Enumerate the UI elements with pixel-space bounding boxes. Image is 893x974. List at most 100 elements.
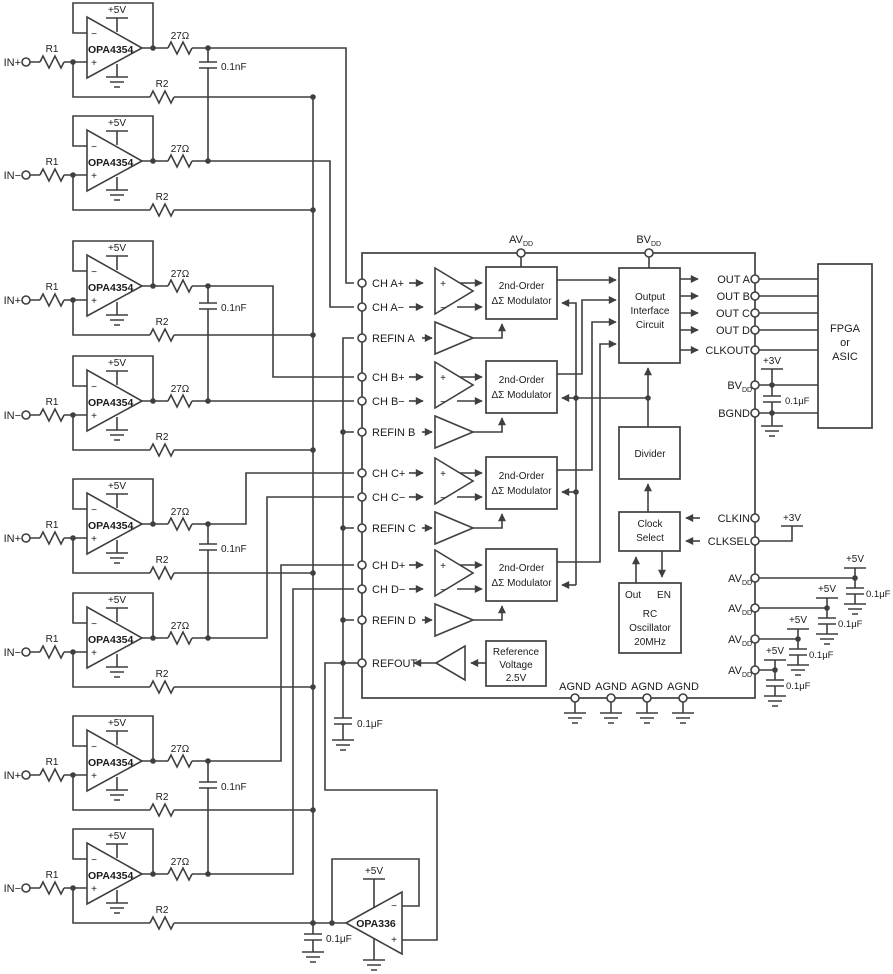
wires bbox=[520, 257, 650, 268]
pin-label-avdd-2: AV bbox=[728, 603, 743, 615]
avdd-top-pin bbox=[516, 248, 526, 258]
clock-select-label-2: Select bbox=[636, 533, 664, 544]
avdd-top-label: AV bbox=[509, 234, 524, 246]
ground-symbol bbox=[331, 739, 355, 751]
oic-label-3: Circuit bbox=[636, 320, 665, 331]
cap-value: 0.1nF bbox=[221, 62, 247, 73]
agnd-label: AGND bbox=[667, 681, 699, 693]
agnd-pins: AGND AGND AGND AGND bbox=[559, 681, 699, 723]
chip-outline bbox=[361, 252, 756, 699]
pin-label-avdd-1-sub: DD bbox=[742, 580, 752, 587]
ground-symbol bbox=[760, 425, 784, 437]
opamp-unit-2: IN− bbox=[4, 116, 316, 216]
agnd-label: AGND bbox=[595, 681, 627, 693]
refout-buffer-triangle bbox=[434, 644, 466, 682]
clkin-pin bbox=[750, 513, 760, 523]
adc-channel-c: CH C+ CH C− REFIN C bbox=[358, 457, 557, 544]
pin-label-cha-m: CH A− bbox=[372, 302, 404, 314]
avdd-pin-3 bbox=[750, 634, 760, 644]
clksel-pin bbox=[750, 536, 760, 546]
cap-value: 0.1nF bbox=[221, 544, 247, 555]
osc-label-1: RC bbox=[643, 609, 657, 620]
input-label: IN+ bbox=[4, 57, 21, 69]
out-c-pin bbox=[750, 308, 760, 318]
ref-label-1: Reference bbox=[493, 647, 540, 658]
pin-label-refin-c: REFIN C bbox=[372, 523, 416, 535]
fpga-box bbox=[817, 263, 873, 429]
route-chd-p bbox=[208, 564, 354, 762]
adc-channel-d: CH D+ CH D− REFIN D bbox=[358, 549, 557, 636]
pin-label-cha-p: CH A+ bbox=[372, 278, 404, 290]
osc-label-2: Oscillator bbox=[629, 623, 671, 634]
opamp-unit-3: IN+ bbox=[4, 241, 316, 341]
rc-oscillator-block: Out EN RC Oscillator 20MHz bbox=[618, 582, 682, 654]
cap-value: 0.1μF bbox=[357, 719, 383, 730]
pin-label-chb-p: CH B+ bbox=[372, 372, 405, 384]
avdd-wires bbox=[759, 577, 855, 671]
route-cha-m bbox=[208, 160, 354, 308]
pin-label-chb-m: CH B− bbox=[372, 396, 405, 408]
clock-select-label-1: Clock bbox=[637, 519, 663, 530]
route-chc-m bbox=[208, 496, 354, 639]
refout-pin bbox=[357, 658, 367, 668]
opamp-unit-5: IN+ bbox=[4, 479, 316, 579]
opamp-unit-6: IN− bbox=[4, 593, 316, 693]
pin-label-refout: REFOUT bbox=[372, 658, 418, 670]
out-d-pin bbox=[750, 325, 760, 335]
input-routing bbox=[208, 47, 354, 923]
input-label: IN− bbox=[4, 883, 21, 895]
ground-symbol bbox=[301, 951, 325, 963]
agnd-label: AGND bbox=[559, 681, 591, 693]
oic-label-2: Interface bbox=[631, 306, 670, 317]
ref-label-3: 2.5V bbox=[506, 673, 527, 684]
avdd-pin-4 bbox=[750, 665, 760, 675]
input-label: IN+ bbox=[4, 533, 21, 545]
mod-d-out bbox=[557, 340, 617, 563]
pin-label-bgnd: BGND bbox=[718, 408, 750, 420]
bvdd-pin bbox=[750, 380, 760, 390]
avdd-pin-2 bbox=[750, 603, 760, 613]
input-label: IN− bbox=[4, 170, 21, 182]
pin-label-avdd-3: AV bbox=[728, 634, 743, 646]
out-b-pin bbox=[750, 291, 760, 301]
oic-label-1: Output bbox=[635, 292, 665, 303]
pin-label-chc-m: CH C− bbox=[372, 492, 405, 504]
refin-bus: 0.1μF bbox=[331, 337, 383, 751]
refout-loop-wire bbox=[324, 662, 438, 941]
clkout-pin bbox=[750, 345, 760, 355]
pin-label-refin-d: REFIN D bbox=[372, 615, 416, 627]
bvdd-bypass-cap bbox=[762, 395, 782, 403]
route-chc-p bbox=[208, 472, 354, 525]
pin-label-chd-m: CH D− bbox=[372, 584, 405, 596]
right-side: FPGA or ASIC +3V 0.1μF +3V OUT A OUT B O… bbox=[705, 263, 890, 706]
route-cha-p bbox=[208, 47, 354, 284]
bgnd-pin bbox=[750, 408, 760, 418]
pin-label-chc-p: CH C+ bbox=[372, 468, 405, 480]
pin-label-chd-p: CH D+ bbox=[372, 560, 405, 572]
osc-label-3: 20MHz bbox=[634, 637, 666, 648]
pin-label-avdd-4: AV bbox=[728, 665, 743, 677]
pin-label-refin-a: REFIN A bbox=[372, 333, 415, 345]
supply-3v-label: +3V bbox=[763, 356, 781, 367]
cap-value: 0.1nF bbox=[221, 782, 247, 793]
route-chb-p bbox=[208, 285, 354, 378]
minus-input-label: − bbox=[391, 901, 397, 912]
reference-voltage-block: Reference Voltage 2.5V REFOUT bbox=[357, 640, 547, 687]
mod-b-out bbox=[557, 296, 617, 375]
ground-symbol bbox=[362, 959, 386, 971]
opamp-unit-1: IN+ bbox=[4, 3, 316, 103]
divider-label: Divider bbox=[634, 449, 666, 460]
pin-label-avdd-1: AV bbox=[728, 573, 743, 585]
pin-label-clkin: CLKIN bbox=[718, 513, 750, 525]
pin-label-refin-b: REFIN B bbox=[372, 427, 415, 439]
bvdd-top-pin bbox=[644, 248, 654, 258]
agnd-label: AGND bbox=[631, 681, 663, 693]
cap-value: 0.1μF bbox=[326, 934, 352, 945]
pin-label-out-b: OUT B bbox=[717, 291, 750, 303]
plus-input-label: + bbox=[391, 935, 397, 946]
cap-value: 0.1nF bbox=[221, 303, 247, 314]
pin-label-clksel: CLKSEL bbox=[708, 536, 750, 548]
chip-internal-routing bbox=[557, 275, 700, 589]
